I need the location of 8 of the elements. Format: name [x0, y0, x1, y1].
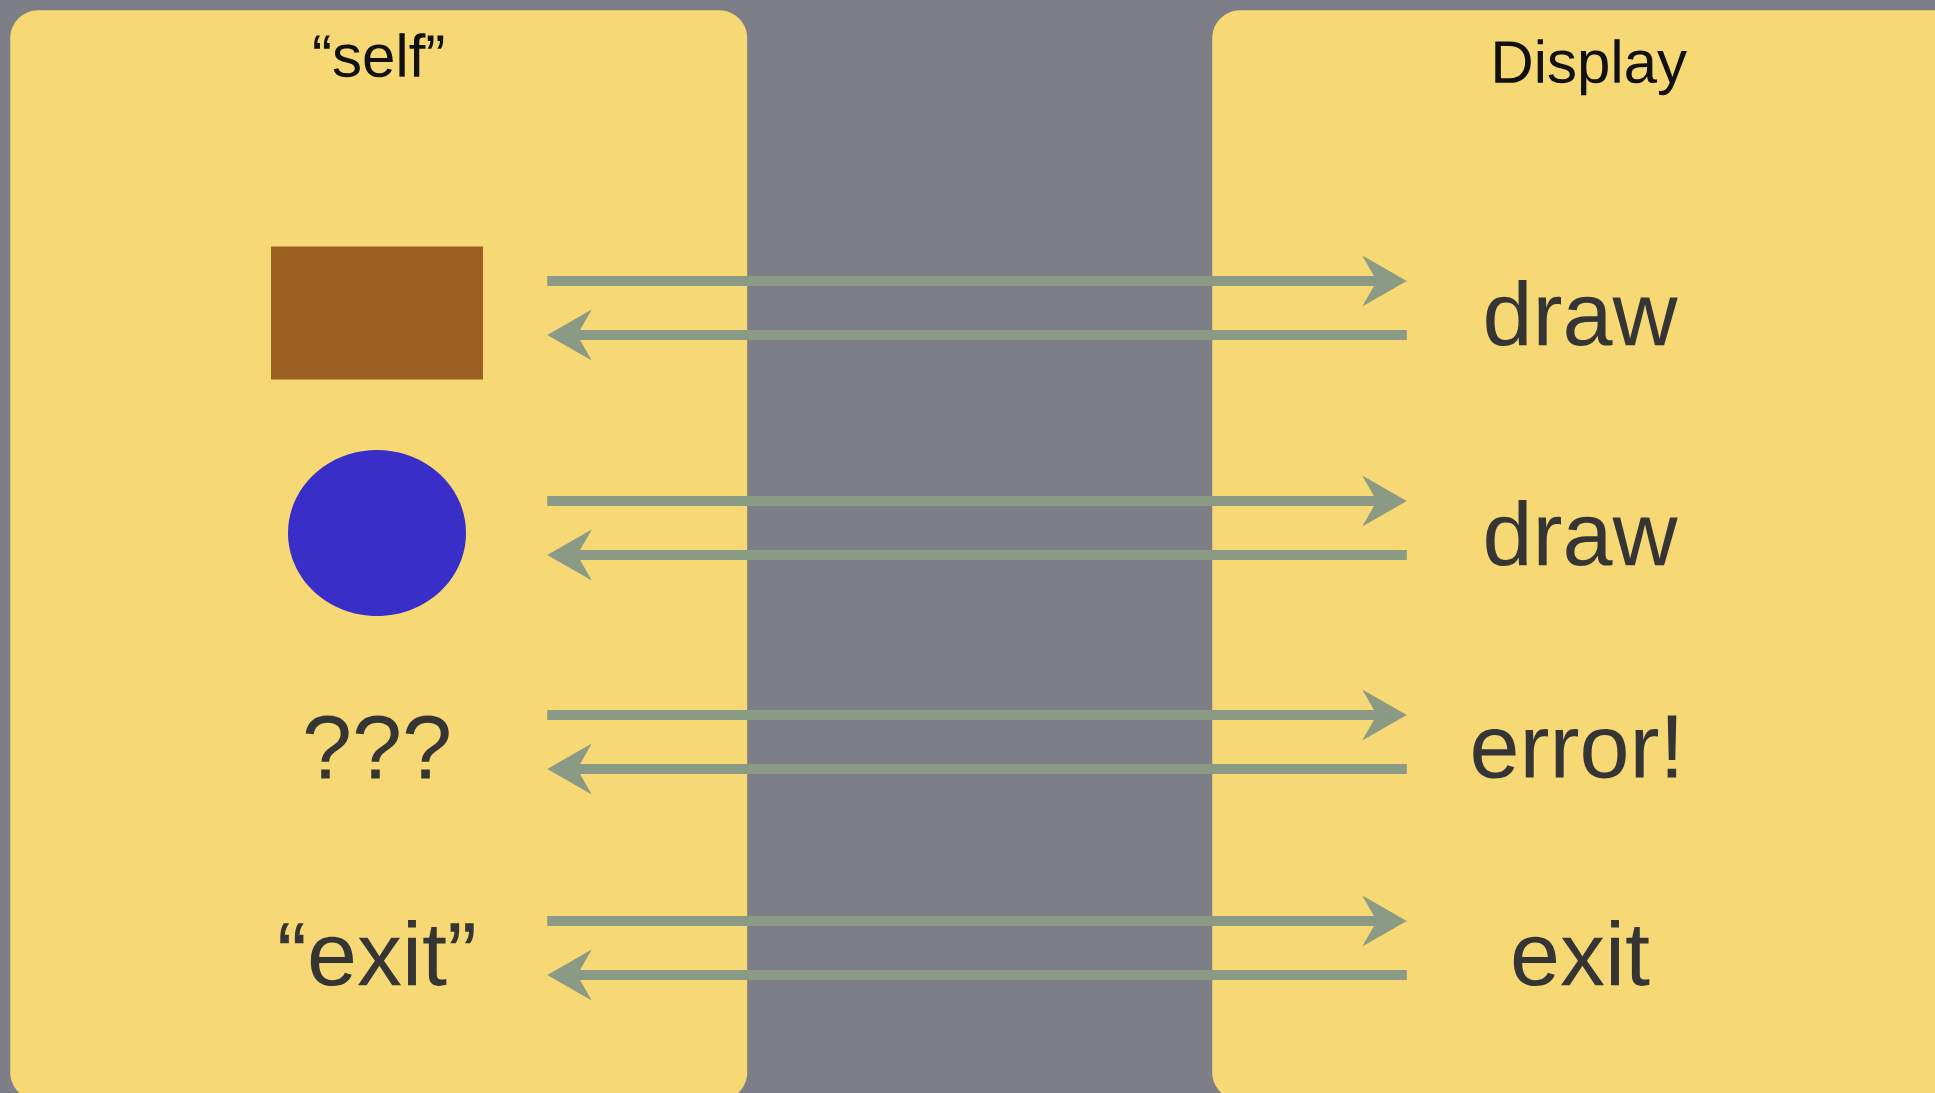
- label-text: exit: [1513, 919, 1650, 987]
- label-text: “exit”: [280, 919, 474, 987]
- label-text: error!: [1473, 715, 1677, 779]
- label-text: draw: [1486, 279, 1678, 347]
- rectangle-shape: [271, 246, 483, 380]
- ellipse-shape: [288, 450, 466, 616]
- label-text: ???: [305, 715, 449, 779]
- label-text: draw: [1486, 499, 1678, 567]
